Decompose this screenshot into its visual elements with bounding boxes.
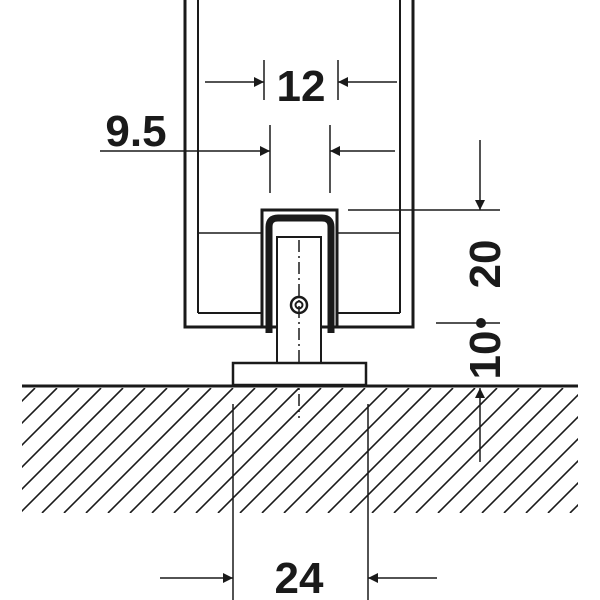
label-20: 20 — [461, 240, 510, 289]
door-panel — [183, 0, 415, 329]
dimension-10 — [475, 318, 486, 462]
label-10: 10 — [461, 331, 510, 380]
dimension-12 — [205, 60, 397, 100]
pin-screw — [289, 295, 309, 315]
guide-pin — [276, 236, 322, 418]
label-12: 12 — [277, 62, 326, 111]
label-24: 24 — [275, 554, 324, 600]
dimension-24 — [160, 404, 437, 600]
base-plate — [231, 361, 368, 387]
floor-hatch — [22, 388, 578, 513]
dimension-20 — [348, 140, 500, 324]
label-9-5: 9.5 — [105, 107, 166, 156]
dimension-9-5 — [100, 125, 395, 193]
